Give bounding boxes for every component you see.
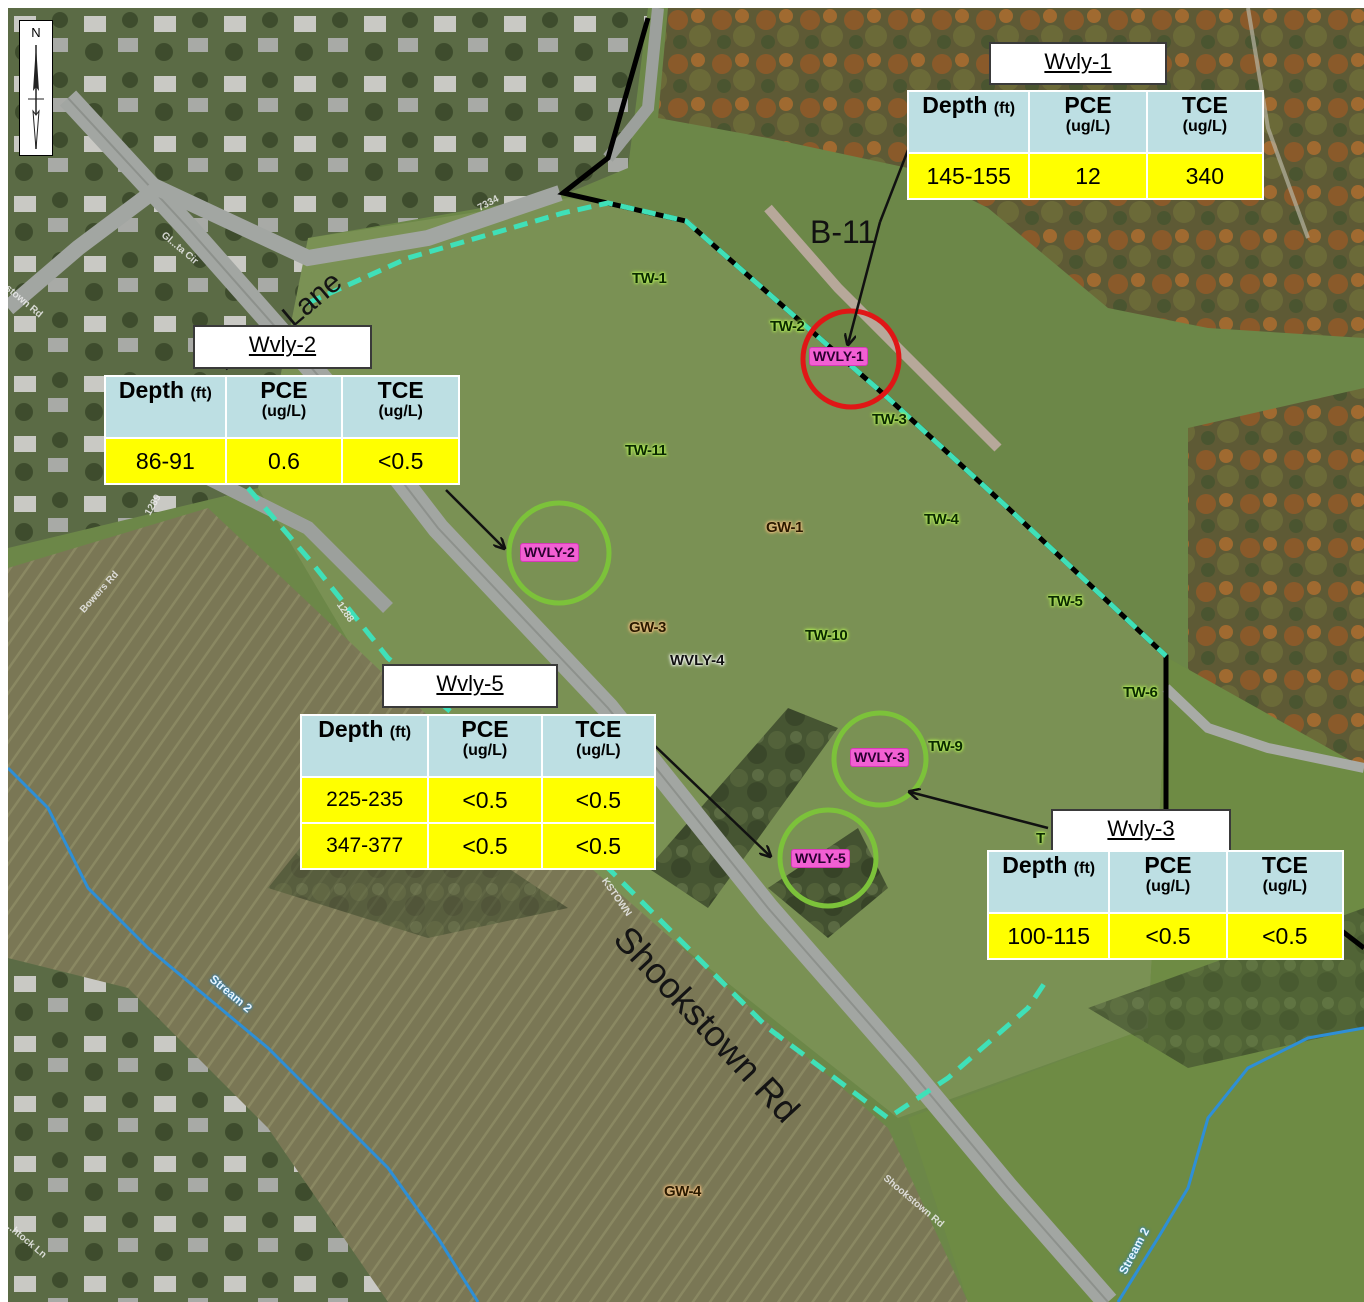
table-row: 86-91 0.6 <0.5 (104, 437, 460, 485)
header-depth: Depth (ft) (299, 714, 430, 778)
header-pce: PCE(ug/L) (1108, 850, 1228, 914)
point-wvly1[interactable]: WVLY-1 (809, 347, 868, 366)
arrow-wvly1 (878, 149, 910, 223)
arrow-wvly3 (910, 792, 1049, 830)
point-wvly5[interactable]: WVLY-5 (791, 849, 850, 868)
point-tw3[interactable]: TW-3 (872, 411, 907, 428)
point-tw11[interactable]: TW-11 (625, 442, 667, 459)
header-depth: Depth (ft) (986, 850, 1111, 914)
table-row: 347-377 <0.5 <0.5 (299, 822, 657, 870)
header-tce: TCE(ug/L) (341, 375, 460, 439)
point-wvly4[interactable]: WVLY-4 (670, 652, 725, 669)
cell-tce: <0.5 (540, 822, 657, 870)
results-table: Depth (ft) PCE(ug/L) TCE(ug/L) 145-155 1… (906, 90, 1265, 200)
wvly3-circle (831, 710, 929, 808)
point-gw3[interactable]: GW-3 (629, 619, 666, 636)
results-table: Depth (ft) PCE(ug/L) TCE(ug/L) 100-115 <… (986, 850, 1345, 960)
callout-title: Wvly-1 (989, 42, 1167, 85)
wvly1-highlight-circle (800, 308, 902, 410)
cell-depth: 100-115 (986, 912, 1111, 960)
header-depth: Depth (ft) (906, 90, 1031, 154)
callout-title: Wvly-3 (1051, 809, 1231, 852)
cell-tce: 340 (1145, 152, 1265, 200)
cell-depth: 347-377 (299, 822, 430, 870)
point-tw1[interactable]: TW-1 (632, 270, 667, 287)
point-tw9[interactable]: TW-9 (928, 738, 963, 755)
header-tce: TCE(ug/L) (540, 714, 657, 778)
header-tce: TCE(ug/L) (1225, 850, 1345, 914)
point-tw10[interactable]: TW-10 (805, 627, 848, 644)
point-tw6[interactable]: TW-6 (1123, 684, 1158, 701)
b11-label: B-11 (810, 214, 876, 250)
arrow-wvly2 (445, 489, 504, 548)
cell-tce: <0.5 (540, 776, 657, 824)
point-gw1[interactable]: GW-1 (766, 519, 803, 536)
aerial-imagery (8, 8, 1364, 1302)
point-tw-partial[interactable]: T (1036, 830, 1045, 847)
cell-pce: <0.5 (427, 822, 543, 870)
cell-pce: 0.6 (224, 437, 344, 485)
callout-title: Wvly-2 (193, 325, 372, 369)
wvly2-circle (506, 500, 612, 606)
point-tw2[interactable]: TW-2 (770, 318, 805, 335)
point-wvly2[interactable]: WVLY-2 (520, 543, 579, 562)
cell-pce: 12 (1028, 152, 1148, 200)
header-tce: TCE(ug/L) (1145, 90, 1265, 154)
cell-depth: 225-235 (299, 776, 430, 824)
header-pce: PCE(ug/L) (427, 714, 543, 778)
cell-depth: 86-91 (104, 437, 227, 485)
table-row: 225-235 <0.5 <0.5 (299, 776, 657, 824)
wvly5-circle (777, 807, 879, 909)
point-wvly3[interactable]: WVLY-3 (850, 748, 909, 767)
point-tw4[interactable]: TW-4 (924, 511, 959, 528)
cell-depth: 145-155 (906, 152, 1031, 200)
header-pce: PCE(ug/L) (224, 375, 344, 439)
point-gw4[interactable]: GW-4 (664, 1183, 701, 1200)
north-label: N (31, 25, 41, 40)
results-table: Depth (ft) PCE(ug/L) TCE(ug/L) 225-235 <… (299, 714, 657, 870)
cell-pce: <0.5 (427, 776, 543, 824)
arrow-b11 (848, 221, 882, 344)
cell-tce: <0.5 (341, 437, 460, 485)
callout-title: Wvly-5 (382, 664, 558, 708)
cell-tce: <0.5 (1225, 912, 1345, 960)
header-pce: PCE(ug/L) (1028, 90, 1148, 154)
table-row: 100-115 <0.5 <0.5 (986, 912, 1345, 960)
arrow-wvly5 (653, 744, 770, 856)
header-depth: Depth (ft) (104, 375, 227, 439)
point-tw5[interactable]: TW-5 (1048, 593, 1083, 610)
north-arrow: N (19, 20, 53, 156)
table-row: 145-155 12 340 (906, 152, 1265, 200)
cell-pce: <0.5 (1108, 912, 1228, 960)
aerial-map: 7334 1288 1289 Gl...ta Cir Bowers Rd Sho… (8, 8, 1364, 1302)
results-table: Depth (ft) PCE(ug/L) TCE(ug/L) 86-91 0.6… (104, 375, 460, 485)
north-arrow-icon (28, 45, 44, 150)
